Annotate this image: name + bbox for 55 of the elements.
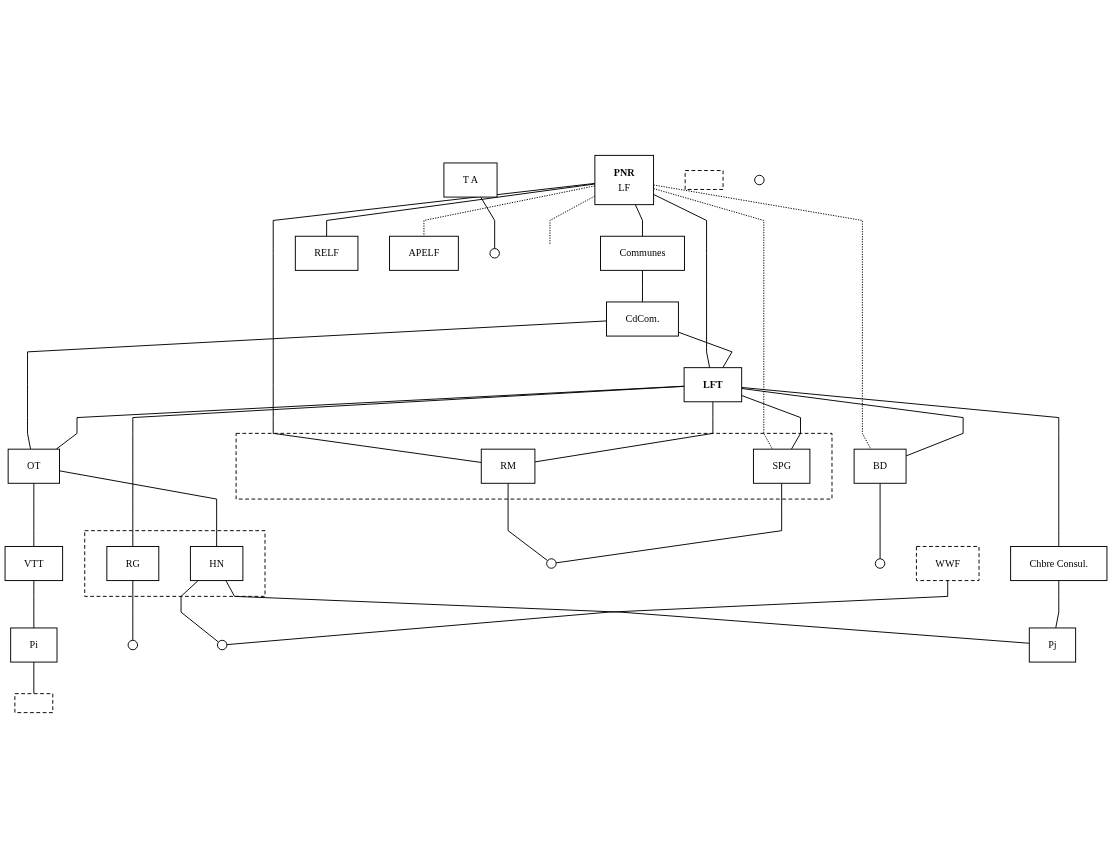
node-box: SPG [752,448,811,484]
connector [879,482,881,560]
connector [653,188,773,450]
connector [677,331,733,369]
connector [549,195,596,245]
node-box: WWF [915,546,980,582]
connector [507,482,549,562]
connector [555,482,783,564]
node-box: APELF [389,235,459,271]
connector [653,184,872,450]
cluster [84,530,266,597]
node-box [684,170,724,190]
node-box: Chbre Consul. [1010,546,1108,582]
node-box: RG [106,546,160,582]
node-circle [546,558,557,569]
connector [653,193,711,369]
node-box: HN [189,546,244,582]
node-circle [127,639,139,651]
connector [741,395,801,450]
connector [642,269,643,303]
connector [534,401,714,463]
node-box: RELF [294,235,359,271]
node-box: PNR LF [594,154,655,206]
connector [741,388,964,457]
connector [33,661,35,695]
connector [55,385,685,450]
node-box: CdCom. [606,301,679,337]
connector [326,183,596,237]
connector [33,580,35,629]
node-box: RM [480,448,536,484]
connector [272,182,596,463]
connector [27,320,607,450]
node-box: VTT [4,546,64,582]
connector [634,204,643,237]
node-box: T A [443,162,498,198]
node-circle [874,558,886,569]
node-box: BD [853,448,907,484]
connector [480,196,496,250]
connector [741,386,1060,547]
node-circle [216,639,228,651]
node-box: LFT [683,367,743,403]
cluster [235,432,833,500]
node-circle [489,248,500,259]
node-box: Pj [1028,627,1077,663]
connector [1055,580,1060,629]
node-box: Pi [10,627,58,663]
connector [423,185,596,237]
node-box: Communes [600,235,685,271]
connector [33,482,35,547]
connector [132,580,134,641]
node-box: OT [7,448,60,484]
connector [180,580,219,643]
connector [59,470,218,547]
node-box [14,693,54,714]
node-circle [754,174,765,186]
